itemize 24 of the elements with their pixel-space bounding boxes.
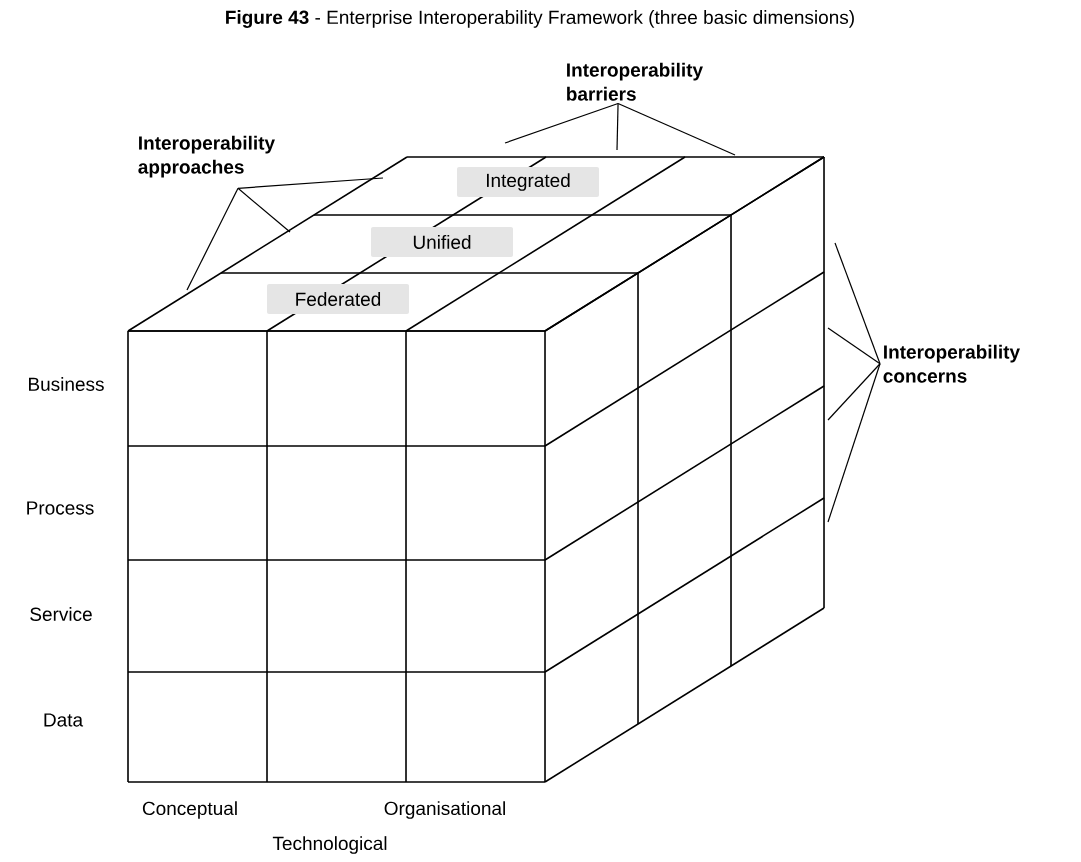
leader-line xyxy=(504,102,619,144)
leader-line xyxy=(827,363,881,421)
row-label: Business xyxy=(29,377,104,391)
leader-line xyxy=(834,242,881,365)
dimension-heading: Interoperability approaches xyxy=(138,135,275,178)
leader-line xyxy=(616,102,619,151)
leader-line xyxy=(827,363,881,523)
column-label: Organisational xyxy=(384,801,505,819)
column-label: Technological xyxy=(272,836,387,854)
leader-line xyxy=(617,102,736,156)
row-label: Process xyxy=(27,501,94,515)
leader-line xyxy=(237,187,291,233)
leader-line xyxy=(827,327,881,365)
dimension-heading: Interoperability concerns xyxy=(883,344,1020,383)
column-label: Conceptual xyxy=(142,801,237,819)
approach-tag: Integrated xyxy=(457,167,599,197)
row-label: Service xyxy=(30,607,92,621)
dimension-heading: Interoperability barriers xyxy=(567,62,703,101)
figure-title: Figure 43 - Enterprise Interoperability Framework (three basic dimensions) xyxy=(226,10,854,28)
approach-tag: Federated xyxy=(267,284,409,314)
leader-line xyxy=(237,177,384,189)
row-label: Data xyxy=(44,713,84,727)
leader-line xyxy=(186,187,239,291)
approach-tag: Unified xyxy=(371,227,513,257)
